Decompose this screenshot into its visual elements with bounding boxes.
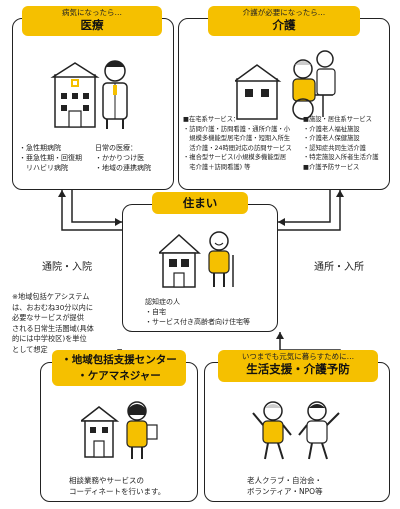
arrow-care-to-housing	[278, 190, 331, 223]
support-center-desc: 相談業務やサービスの コーディネートを行います。	[69, 475, 165, 497]
medical-acute-list: ・急性期病院 ・亜急性期・回復期 リハビリ病院	[19, 143, 82, 173]
care-facility-line: ・特定施設入所者生活介護	[303, 154, 379, 161]
exercising-seniors-illustration	[251, 399, 343, 467]
house-elder-illustration	[157, 229, 243, 293]
medical-subtitle: 病気になったら…	[62, 8, 122, 17]
hospital-visit-label: 通院・入院	[42, 262, 92, 273]
prevention-desc-line: 老人クラブ・自治会・	[247, 476, 322, 485]
care-home-line: ・複合型サービス(小規模多機能型居	[183, 154, 287, 161]
medical-daily-item: ・地域の連携病院	[95, 164, 151, 172]
housing-item: ・自宅	[145, 308, 166, 316]
prevention-desc: 老人クラブ・自治会・ ボランティア・NPO等	[247, 475, 323, 497]
care-facility-illustration	[232, 49, 345, 125]
care-home-line: ■在宅系サービス：	[183, 116, 240, 123]
housing-list: 認知症の人 ・自宅 ・サービス付き高齢者向け住宅等	[145, 297, 250, 327]
housing-title: 住まい	[182, 196, 218, 210]
care-home-line: ・訪問介護・訪問看護・通所介護・小	[183, 125, 291, 133]
prevention-header-tab: いつまでも元気に暮らすために… 生活支援・介護予防	[218, 350, 378, 382]
medical-title: 医療	[80, 18, 104, 32]
support-desc-line: 相談業務やサービスの	[69, 476, 144, 485]
care-home-line: 宅介護＋訪問看護) 等	[183, 163, 251, 171]
care-home-services: ■在宅系サービス： ・訪問介護・訪問看護・通所介護・小 規模多機能型居宅介護・短…	[183, 115, 292, 172]
care-facility-line: ■施設・居住系サービス	[303, 116, 372, 123]
note-line: は、おおむね30分以内に	[12, 302, 94, 312]
care-facility-line: ・介護老人保健施設	[303, 135, 360, 142]
support-desc-line: コーディネートを行います。	[69, 487, 166, 496]
support-center-title-line: ・ケアマネジャー	[77, 370, 161, 382]
medical-acute-item: リハビリ病院	[19, 164, 68, 172]
care-header-tab: 介護が必要になったら… 介護	[208, 6, 360, 36]
housing-item: ・サービス付き高齢者向け住宅等	[145, 318, 250, 326]
note-line: 的には中学校区)を単位	[12, 334, 87, 343]
housing-item: 認知症の人	[145, 298, 180, 306]
care-facility-line: ■介護予防サービス	[303, 163, 360, 171]
hospital-doctor-illustration	[49, 49, 141, 137]
arrow-housing-to-care	[278, 190, 341, 231]
support-center-header-tab: ・地域包括支援センター ・ケアマネジャー	[52, 350, 186, 386]
care-facility-line: ・介護老人福祉施設	[303, 125, 360, 133]
care-box: ■在宅系サービス： ・訪問介護・訪問看護・通所介護・小 規模多機能型居宅介護・短…	[178, 18, 390, 190]
medical-box: ・急性期病院 ・亜急性期・回復期 リハビリ病院 日常の医療： ・かかりつけ医 ・…	[12, 18, 174, 190]
medical-daily-list: 日常の医療： ・かかりつけ医 ・地域の連携病院	[95, 143, 151, 173]
housing-box: 認知症の人 ・自宅 ・サービス付き高齢者向け住宅等	[122, 204, 278, 332]
medical-daily-item: ・かかりつけ医	[95, 154, 145, 162]
facility-use-label: 通所・入所	[314, 262, 364, 273]
medical-acute-item: ・亜急性期・回復期	[19, 154, 82, 162]
care-title: 介護	[272, 18, 296, 32]
medical-daily-item: 日常の医療：	[95, 144, 137, 152]
support-staff-illustration	[78, 399, 161, 465]
housing-header-tab: 住まい	[152, 192, 248, 214]
medical-header-tab: 病気になったら… 医療	[22, 6, 162, 36]
support-center-title-line: ・地域包括支援センター	[61, 354, 177, 366]
arrow-medical-to-housing	[71, 190, 122, 223]
arrow-housing-to-medical	[61, 190, 122, 231]
care-subtitle: 介護が必要になったら…	[242, 8, 326, 17]
care-home-line: 活介護・24時間対応の訪問サービス	[183, 144, 292, 152]
care-facility-services: ■施設・居住系サービス ・介護老人福祉施設 ・介護老人保健施設 ・認知症共同生活…	[303, 115, 379, 172]
system-note: ※地域包括ケアシステム は、おおむね30分以内に 必要なサービスが提供 される日…	[12, 292, 94, 355]
medical-acute-item: ・急性期病院	[19, 144, 61, 152]
note-line: として想定	[12, 344, 48, 354]
care-home-line: 規模多機能型居宅介護・短期入所生	[183, 135, 291, 142]
prevention-desc-line: ボランティア・NPO等	[247, 487, 323, 496]
note-line: 必要なサービスが提供	[12, 313, 84, 322]
prevention-subtitle: いつまでも元気に暮らすために…	[241, 352, 355, 361]
note-line: ※地域包括ケアシステム	[12, 292, 90, 301]
prevention-box: 老人クラブ・自治会・ ボランティア・NPO等	[204, 362, 390, 502]
prevention-title: 生活支援・介護予防	[246, 362, 350, 376]
care-facility-line: ・認知症共同生活介護	[303, 144, 366, 152]
note-line: される日常生活圏域(具体	[12, 323, 94, 333]
